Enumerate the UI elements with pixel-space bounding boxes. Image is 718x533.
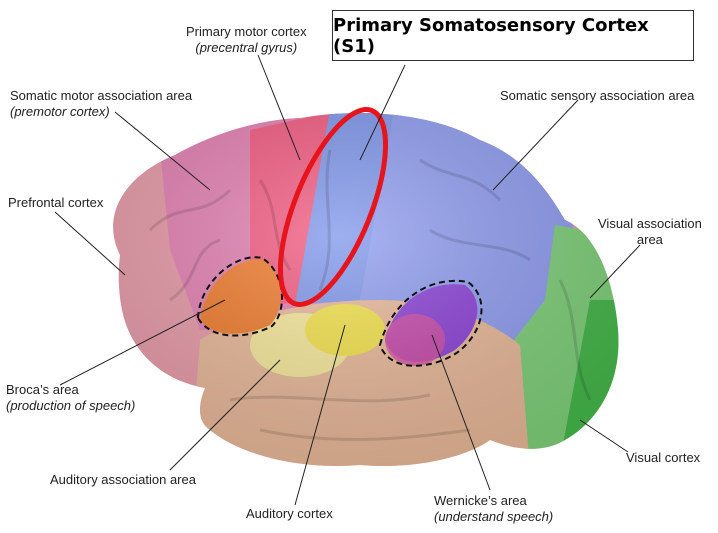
label-wernickes-name: Wernicke’s area — [434, 493, 527, 508]
label-somatic-motor-assoc-name: Somatic motor association area — [10, 88, 193, 103]
label-prefrontal-cortex: Prefrontal cortex — [8, 195, 103, 211]
label-brocas-sub: (production of speech) — [6, 398, 136, 413]
label-somatic-sensory-assoc-name: Somatic sensory association area — [500, 88, 695, 103]
label-brocas-name: Broca’s area — [6, 382, 79, 397]
label-auditory-name: Auditory cortex — [246, 506, 333, 521]
label-auditory-association: Auditory association area — [50, 472, 196, 488]
label-visual-assoc-name2: area — [636, 232, 663, 247]
label-primary-motor-name: Primary motor cortex — [186, 24, 307, 39]
label-primary-motor-sub: (precentral gyrus) — [195, 40, 298, 55]
label-wernickes-sub: (understand speech) — [434, 509, 554, 524]
label-somatic-motor-association: Somatic motor association area (premotor… — [10, 88, 192, 120]
s1-highlight-ellipse — [277, 107, 389, 307]
leader-lines — [54, 54, 641, 506]
label-primary-motor-cortex: Primary motor cortex (precentral gyrus) — [186, 24, 307, 56]
label-wernickes-area: Wernicke’s area (understand speech) — [434, 493, 553, 525]
label-visual-name: Visual cortex — [626, 450, 701, 465]
label-auditory-cortex: Auditory cortex — [246, 506, 333, 522]
label-visual-association: Visual association area — [598, 216, 702, 248]
label-somatic-motor-assoc-sub: (premotor cortex) — [10, 104, 110, 119]
label-somatic-sensory-association: Somatic sensory association area — [500, 88, 694, 104]
label-prefrontal-name: Prefrontal cortex — [8, 195, 104, 210]
title-box: Primary Somatosensory Cortex (S1) — [332, 10, 694, 61]
wernicke-dashed-outline — [378, 279, 483, 367]
label-auditory-assoc-name: Auditory association area — [50, 472, 196, 487]
label-visual-cortex: Visual cortex — [626, 450, 700, 466]
label-visual-assoc-name: Visual association — [598, 216, 702, 231]
label-brocas-area: Broca’s area (production of speech) — [6, 382, 135, 414]
